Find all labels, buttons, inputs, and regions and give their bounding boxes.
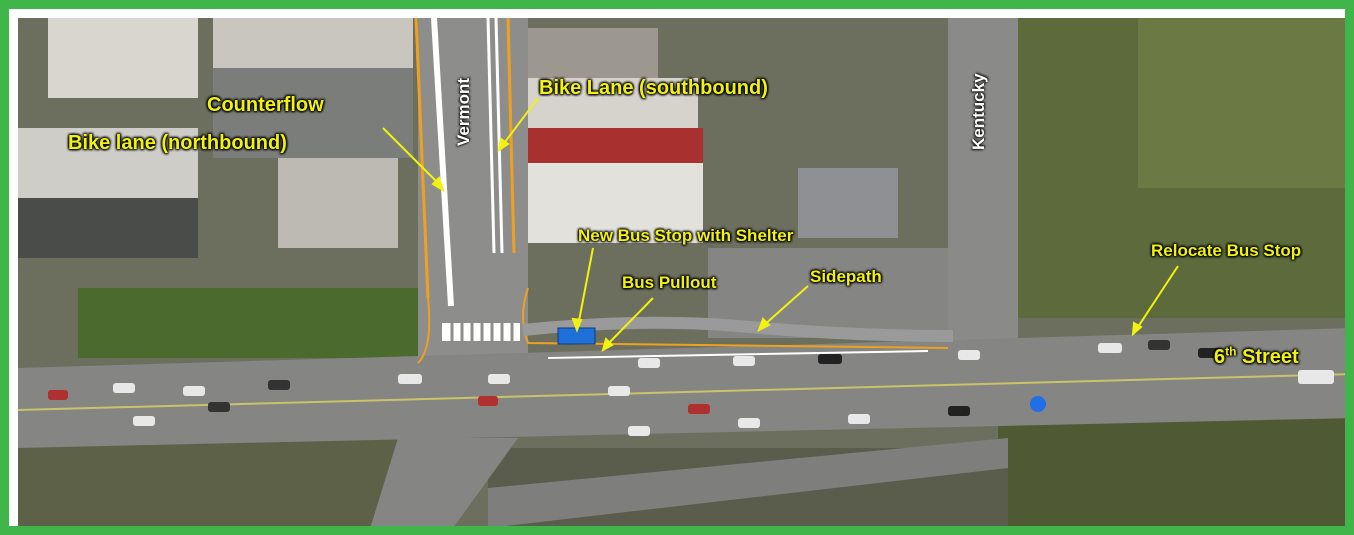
street-name-vermont: Vermont xyxy=(454,77,473,146)
vehicles xyxy=(48,340,1334,436)
callout-arrows xyxy=(382,97,1179,353)
park-south xyxy=(998,408,1345,526)
building xyxy=(18,198,198,258)
sixth-word: Street xyxy=(1236,346,1299,368)
parking-lot xyxy=(213,68,413,158)
sixth-number: 6 xyxy=(1214,346,1226,368)
building xyxy=(523,163,703,243)
aerial-photo xyxy=(18,18,1345,526)
center-line xyxy=(18,373,1345,411)
building xyxy=(518,28,658,78)
curb-outline-west xyxy=(417,297,431,364)
label-counterflow: Counterflow xyxy=(207,94,324,116)
street-name-sixth: 6th Street xyxy=(1214,344,1299,368)
vermont-lane-line xyxy=(486,18,496,254)
label-relocate-bus-stop: Relocate Bus Stop xyxy=(1151,241,1302,260)
vermont-lane-line xyxy=(494,18,504,254)
park-lawn xyxy=(1138,18,1345,188)
label-bike-lane-southbound: Bike Lane (southbound) xyxy=(539,77,768,99)
sixth-ordinal: th xyxy=(1225,344,1237,359)
street-name-kentucky: Kentucky xyxy=(969,73,988,150)
bus-pullout-line xyxy=(547,350,929,359)
curb-outline xyxy=(522,287,949,349)
building xyxy=(213,18,413,68)
label-bike-lane-northbound: Bike lane (northbound) xyxy=(68,132,287,154)
vermont-counterflow-lane-line xyxy=(431,18,454,307)
building xyxy=(18,128,198,198)
sidepath-line xyxy=(522,316,954,342)
red-roof-building xyxy=(523,128,703,163)
lawn-west xyxy=(78,288,418,358)
aerial-map: Vermont Kentucky 6th Street Counterflow … xyxy=(18,18,1345,526)
building xyxy=(798,168,898,238)
frontage-road xyxy=(488,438,1008,526)
northbound-bike-lane xyxy=(414,18,430,299)
label-sidepath: Sidepath xyxy=(810,267,882,286)
diagonal-road xyxy=(370,438,518,526)
building xyxy=(278,158,398,248)
relocated-bus-stop-icon xyxy=(1030,396,1046,412)
sixth-street-road xyxy=(18,328,1345,448)
building xyxy=(48,18,198,98)
label-bus-pullout: Bus Pullout xyxy=(622,273,717,292)
kentucky-street-road xyxy=(948,18,1018,358)
label-new-bus-stop: New Bus Stop with Shelter xyxy=(578,226,794,245)
crosswalk-stripes xyxy=(450,323,514,341)
